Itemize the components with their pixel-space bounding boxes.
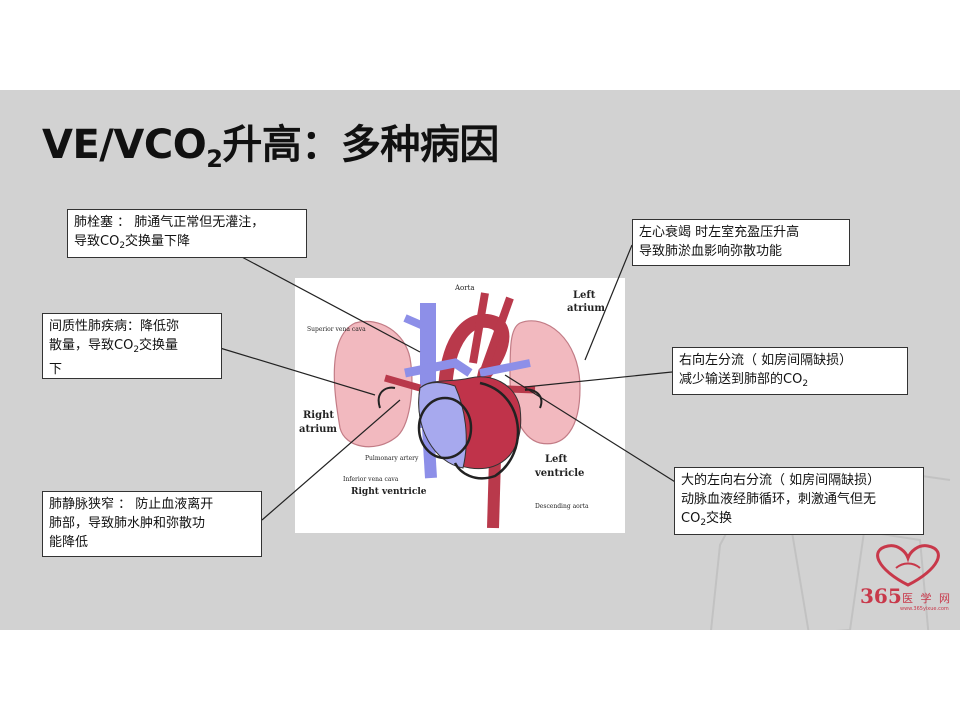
- brand-logo: 365 医 学 网 www.365yixue.com: [858, 540, 958, 620]
- heart-logo-icon: [876, 544, 940, 587]
- label-right-atrium-1: Right: [303, 410, 334, 421]
- callout-pulmonary-embolism: 肺栓塞 ： 肺通气正常但无灌注， 导致CO2交换量下降: [67, 209, 307, 258]
- label-aorta: Aorta: [454, 284, 475, 292]
- heart-illustration: Aorta Left atrium Superior vena cava Rig…: [299, 284, 605, 529]
- logo-url: www.365yixue.com: [900, 606, 949, 612]
- label-descending-aorta: Descending aorta: [535, 503, 589, 510]
- callout-left-to-right-shunt: 大的左向右分流（ 如房间隔缺损） 动脉血液经肺循环，刺激通气但无 CO2交换: [674, 467, 924, 535]
- label-left-ventricle-2: ventricle: [534, 468, 584, 479]
- callout-pulmonary-vein-stenosis: 肺静脉狭窄 ： 防止血液离开 肺部，导致肺水肿和弥散功 能降低: [42, 491, 262, 557]
- logo-text: 医 学 网: [902, 592, 952, 605]
- label-pulmonary-artery: Pulmonary artery: [365, 455, 419, 462]
- label-left-atrium-1: Left: [573, 290, 596, 301]
- label-inferior-vena-cava: Inferior vena cava: [343, 476, 399, 483]
- logo-number: 365: [860, 584, 902, 608]
- label-right-ventricle: Right ventricle: [351, 487, 427, 497]
- label-left-atrium-2: atrium: [567, 303, 605, 314]
- label-right-atrium-2: atrium: [299, 424, 337, 435]
- heart-diagram: Aorta Left atrium Superior vena cava Rig…: [295, 278, 625, 533]
- callout-right-to-left-shunt: 右向左分流（ 如房间隔缺损） 减少输送到肺部的CO2: [672, 347, 908, 395]
- page-title: VE/VCO2升高：多种病因: [42, 122, 499, 173]
- callout-left-heart-failure: 左心衰竭 时左室充盈压升高 导致肺淤血影响弥散功能: [632, 219, 850, 266]
- label-left-ventricle-1: Left: [545, 454, 568, 465]
- label-superior-vena-cava: Superior vena cava: [307, 326, 366, 333]
- callout-interstitial-lung-disease: 间质性肺疾病：降低弥 散量，导致CO2交换量 下: [42, 313, 222, 379]
